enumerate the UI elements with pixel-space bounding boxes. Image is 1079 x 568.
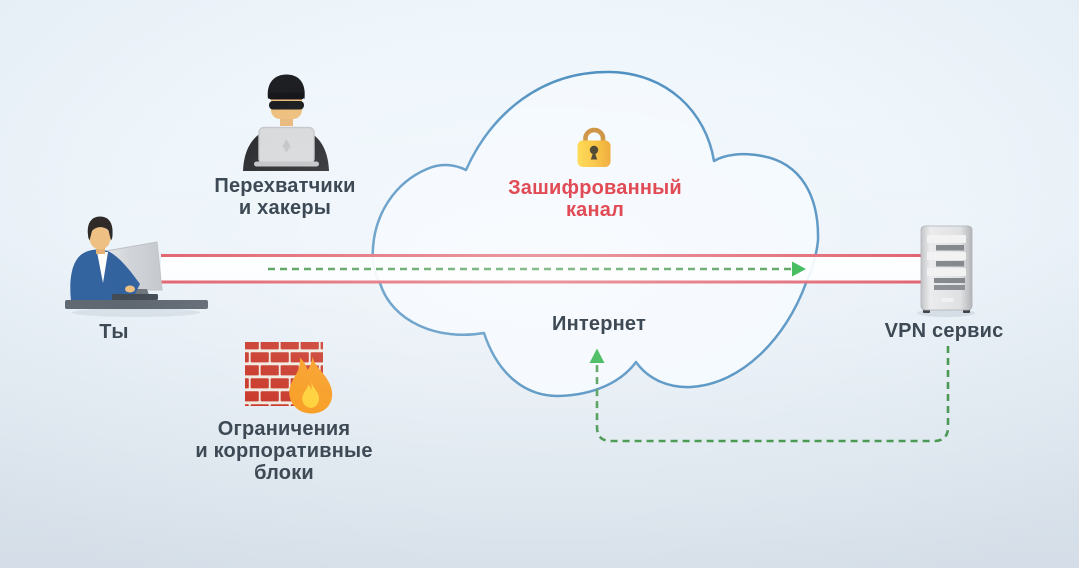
return-traffic-arrow (589, 346, 950, 443)
padlock-icon (577, 127, 611, 167)
user-shadow (72, 308, 200, 317)
internet-label-text: Интернет (552, 313, 646, 335)
keyboard (112, 294, 158, 300)
firewall-label-line3: блоки (254, 462, 314, 484)
user-body (70, 249, 140, 301)
encrypted-channel-line2: канал (565, 199, 625, 221)
you-label-text: Ты (99, 321, 129, 343)
server-bay-4 (934, 285, 965, 290)
outbound-arrowhead (792, 261, 806, 277)
internet-cloud (371, 70, 820, 398)
firewall-label-line1: Ограничения (217, 418, 351, 440)
user-at-computer-icon (65, 216, 208, 317)
internet-label: Интернет (552, 313, 646, 335)
hackers-label-line2: и хакеры (238, 197, 332, 219)
laptop-logo (282, 139, 291, 153)
you-label: Ты (99, 321, 128, 343)
padlock-shackle (583, 127, 606, 147)
encrypted-channel-line1: Зашифрованный (508, 177, 682, 199)
server-slot-1 (927, 235, 966, 243)
server-bay-1 (936, 245, 964, 251)
desk (65, 300, 208, 309)
user-face (89, 226, 111, 250)
vpn-server-icon (917, 225, 975, 317)
hacker-beanie-brim (268, 92, 305, 100)
firewall-label-line2: и корпоративные (195, 440, 373, 462)
server-handle (941, 298, 954, 302)
flame-core (302, 382, 320, 408)
vpn-service-label: VPN сервис (885, 320, 1004, 342)
hacker-laptop-base (254, 161, 319, 167)
server-shadow (917, 309, 975, 317)
firewall-label: Ограничения и корпоративные блоки (195, 418, 372, 484)
cloud-shape (371, 70, 820, 398)
hackers-label-line1: Перехватчики (214, 175, 356, 197)
server-slot-3 (927, 268, 966, 276)
server-slot-2 (927, 252, 966, 260)
return-dashed-path (595, 346, 950, 443)
encrypted-tunnel (161, 254, 923, 284)
flame (289, 356, 333, 414)
hacker-icon (243, 74, 329, 171)
user-neck (96, 245, 105, 254)
user-hair (87, 216, 113, 241)
return-arrowhead (589, 348, 605, 363)
server-bay-2 (936, 261, 964, 267)
vpn-service-label-text: VPN сервис (884, 320, 1004, 342)
firewall-icon (245, 342, 333, 414)
outbound-traffic-arrow (268, 261, 806, 277)
user-shirt (97, 252, 108, 283)
hacker-mask (269, 101, 304, 110)
user-hand (125, 285, 135, 293)
hackers-label: Перехватчики и хакеры (214, 175, 355, 219)
encrypted-channel-label: Зашифрованный канал (508, 177, 682, 221)
server-bay-3 (934, 278, 965, 283)
padlock-keyhole-tail (590, 150, 598, 160)
tunnel-band (161, 257, 923, 281)
